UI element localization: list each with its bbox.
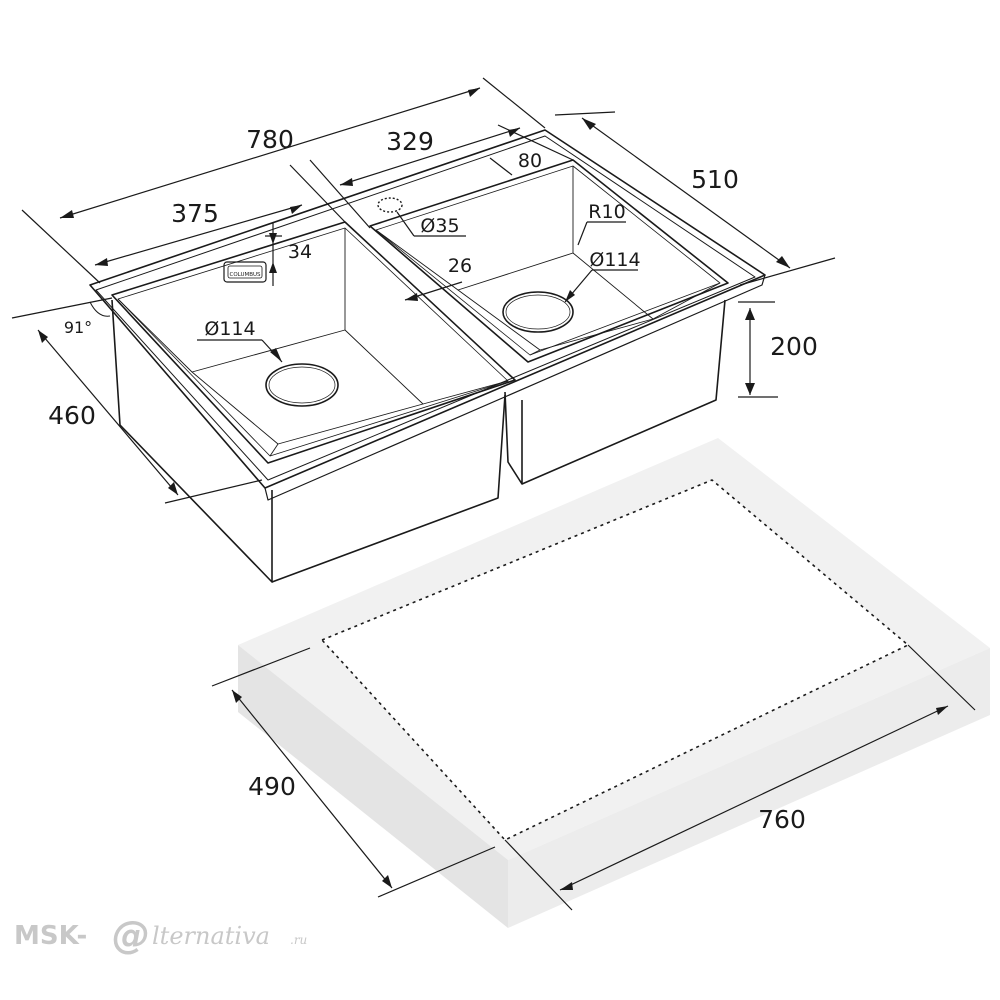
watermark-logo: MSK- @ lternativa .ru [14,913,307,957]
right-bowl [369,159,729,485]
watermark-tld: .ru [290,933,307,947]
dim-cutout-length: 760 [758,805,806,834]
dim-rim-to-bowl: 34 [288,241,312,263]
dim-bowl-gap: 26 [448,255,472,277]
left-bowl [111,221,516,583]
right-drain [502,291,574,333]
dim-left-drain: Ø114 [204,318,255,340]
dim-overall-length: 780 [246,125,294,154]
dim-depth: 200 [770,332,818,361]
countertop [238,438,990,928]
dim-cutout-width: 490 [248,772,296,801]
dim-right-bowl-offset: 80 [518,150,542,172]
cutout-outline [321,479,909,841]
watermark-brand-right: lternativa [152,922,270,950]
dim-overall-width: 510 [691,165,739,194]
dim-left-bowl-width: 375 [171,199,219,228]
overflow-badge-text: COLUMBUS [229,272,261,278]
watermark-brand-left: MSK- [14,921,87,951]
arrowheads [38,88,948,890]
dim-bowl-depth: 460 [48,401,96,430]
sink-rim [89,129,766,501]
dim-corner-radius: R10 [588,201,625,223]
dim-tap-hole: Ø35 [420,215,459,237]
watermark-at-icon: @ [112,913,150,957]
overflow-badge [223,261,267,283]
tap-hole [377,197,403,213]
dim-angle: 91° [64,318,92,337]
angle-arc [89,301,111,317]
left-drain [265,363,339,407]
dim-right-drain: Ø114 [589,249,640,271]
dimension-lines [11,77,976,911]
dim-right-bowl-width: 329 [386,127,434,156]
